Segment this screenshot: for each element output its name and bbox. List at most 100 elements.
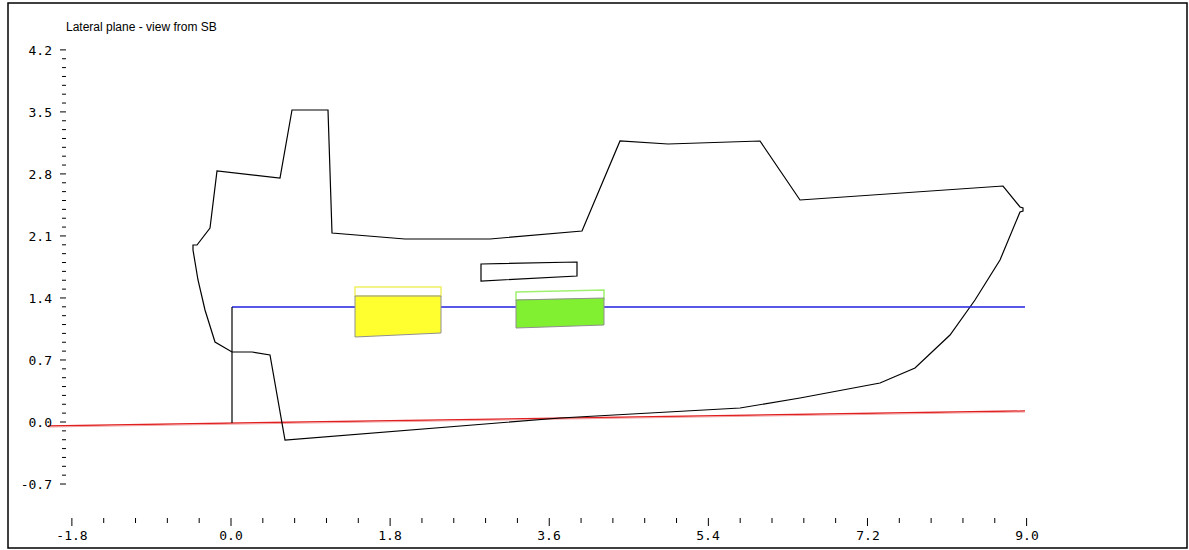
tick-mark	[60, 484, 66, 485]
tick-mark	[62, 386, 66, 387]
tick-mark	[62, 395, 66, 396]
tick-mark	[1026, 518, 1027, 526]
tick-mark	[62, 165, 66, 166]
tick-mark	[231, 518, 232, 526]
tick-mark	[62, 209, 66, 210]
tick-mark	[62, 457, 66, 458]
tick-mark	[167, 518, 168, 523]
tick-mark	[581, 518, 582, 523]
y-axis-label: -0.7	[21, 477, 52, 492]
tick-mark	[62, 200, 66, 201]
tick-mark	[62, 103, 66, 104]
tick-mark	[62, 262, 66, 263]
y-axis-label: 2.1	[29, 229, 52, 244]
tick-mark	[549, 518, 550, 526]
x-axis-label: -1.8	[56, 528, 87, 543]
axis-ticks	[60, 50, 1027, 526]
hull-outline	[193, 110, 1023, 440]
tick-mark	[62, 413, 66, 414]
tick-mark	[62, 439, 66, 440]
tick-mark	[62, 58, 66, 59]
frame	[8, 3, 1187, 548]
tick-mark	[62, 85, 66, 86]
tick-mark	[62, 227, 66, 228]
tick-mark	[612, 518, 613, 523]
y-axis-label: 3.5	[29, 105, 52, 120]
tick-mark	[867, 518, 868, 526]
x-axis-label: 9.0	[1015, 528, 1038, 543]
tick-mark	[294, 518, 295, 523]
keel-box	[481, 262, 577, 281]
tick-mark	[62, 404, 66, 405]
tick-mark	[262, 518, 263, 523]
x-axis-label: 1.8	[378, 528, 401, 543]
tick-mark	[708, 518, 709, 526]
tick-mark	[60, 297, 66, 298]
waterline	[232, 306, 1025, 308]
tick-mark	[60, 235, 66, 236]
tick-mark	[62, 218, 66, 219]
tick-mark	[517, 518, 518, 523]
tick-mark	[62, 138, 66, 139]
tick-mark	[358, 518, 359, 523]
tick-mark	[62, 191, 66, 192]
tick-mark	[60, 359, 66, 360]
tick-mark	[62, 147, 66, 148]
tick-mark	[62, 280, 66, 281]
tick-mark	[60, 173, 66, 174]
tick-mark	[740, 518, 741, 523]
tank-outline	[355, 287, 441, 296]
tick-mark	[62, 94, 66, 95]
tick-mark	[62, 120, 66, 121]
tick-mark	[62, 271, 66, 272]
y-axis-label: 4.2	[29, 43, 52, 58]
tick-mark	[62, 289, 66, 290]
tick-mark	[103, 518, 104, 523]
tick-mark	[644, 518, 645, 523]
tick-mark	[62, 377, 66, 378]
tick-mark	[931, 518, 932, 523]
tick-mark	[62, 448, 66, 449]
aft-perpendicular	[231, 307, 232, 423]
tick-mark	[62, 333, 66, 334]
y-axis-label: 2.8	[29, 167, 52, 182]
tick-mark	[62, 430, 66, 431]
tick-mark	[485, 518, 486, 523]
tick-mark	[453, 518, 454, 523]
tick-mark	[62, 306, 66, 307]
y-axis-label: 0.0	[29, 415, 52, 430]
tick-mark	[676, 518, 677, 523]
tick-mark	[62, 76, 66, 77]
tick-mark	[772, 518, 773, 523]
tick-mark	[62, 315, 66, 316]
tick-mark	[62, 342, 66, 343]
tick-mark	[199, 518, 200, 523]
tick-mark	[62, 67, 66, 68]
tick-mark	[326, 518, 327, 523]
x-axis-label: 7.2	[856, 528, 879, 543]
x-axis-label: 3.6	[537, 528, 560, 543]
y-axis-label: 0.7	[29, 353, 52, 368]
y-axis-label: 1.4	[29, 291, 52, 306]
tick-mark	[62, 244, 66, 245]
plot-title: Lateral plane - view from SB	[66, 20, 217, 34]
tick-mark	[62, 368, 66, 369]
tick-mark	[994, 518, 995, 523]
tick-mark	[62, 351, 66, 352]
tank-yellow	[355, 296, 441, 337]
baseline	[48, 411, 1025, 426]
tick-mark	[62, 253, 66, 254]
tick-mark	[62, 129, 66, 130]
tick-mark	[899, 518, 900, 523]
tick-mark	[135, 518, 136, 523]
tick-mark	[962, 518, 963, 523]
tick-mark	[62, 156, 66, 157]
x-axis-label: 5.4	[696, 528, 719, 543]
tick-mark	[60, 111, 66, 112]
x-axis-label: 0.0	[219, 528, 242, 543]
tick-mark	[390, 518, 391, 526]
tick-mark	[62, 466, 66, 467]
tank-green	[516, 298, 604, 328]
tick-mark	[71, 518, 72, 526]
